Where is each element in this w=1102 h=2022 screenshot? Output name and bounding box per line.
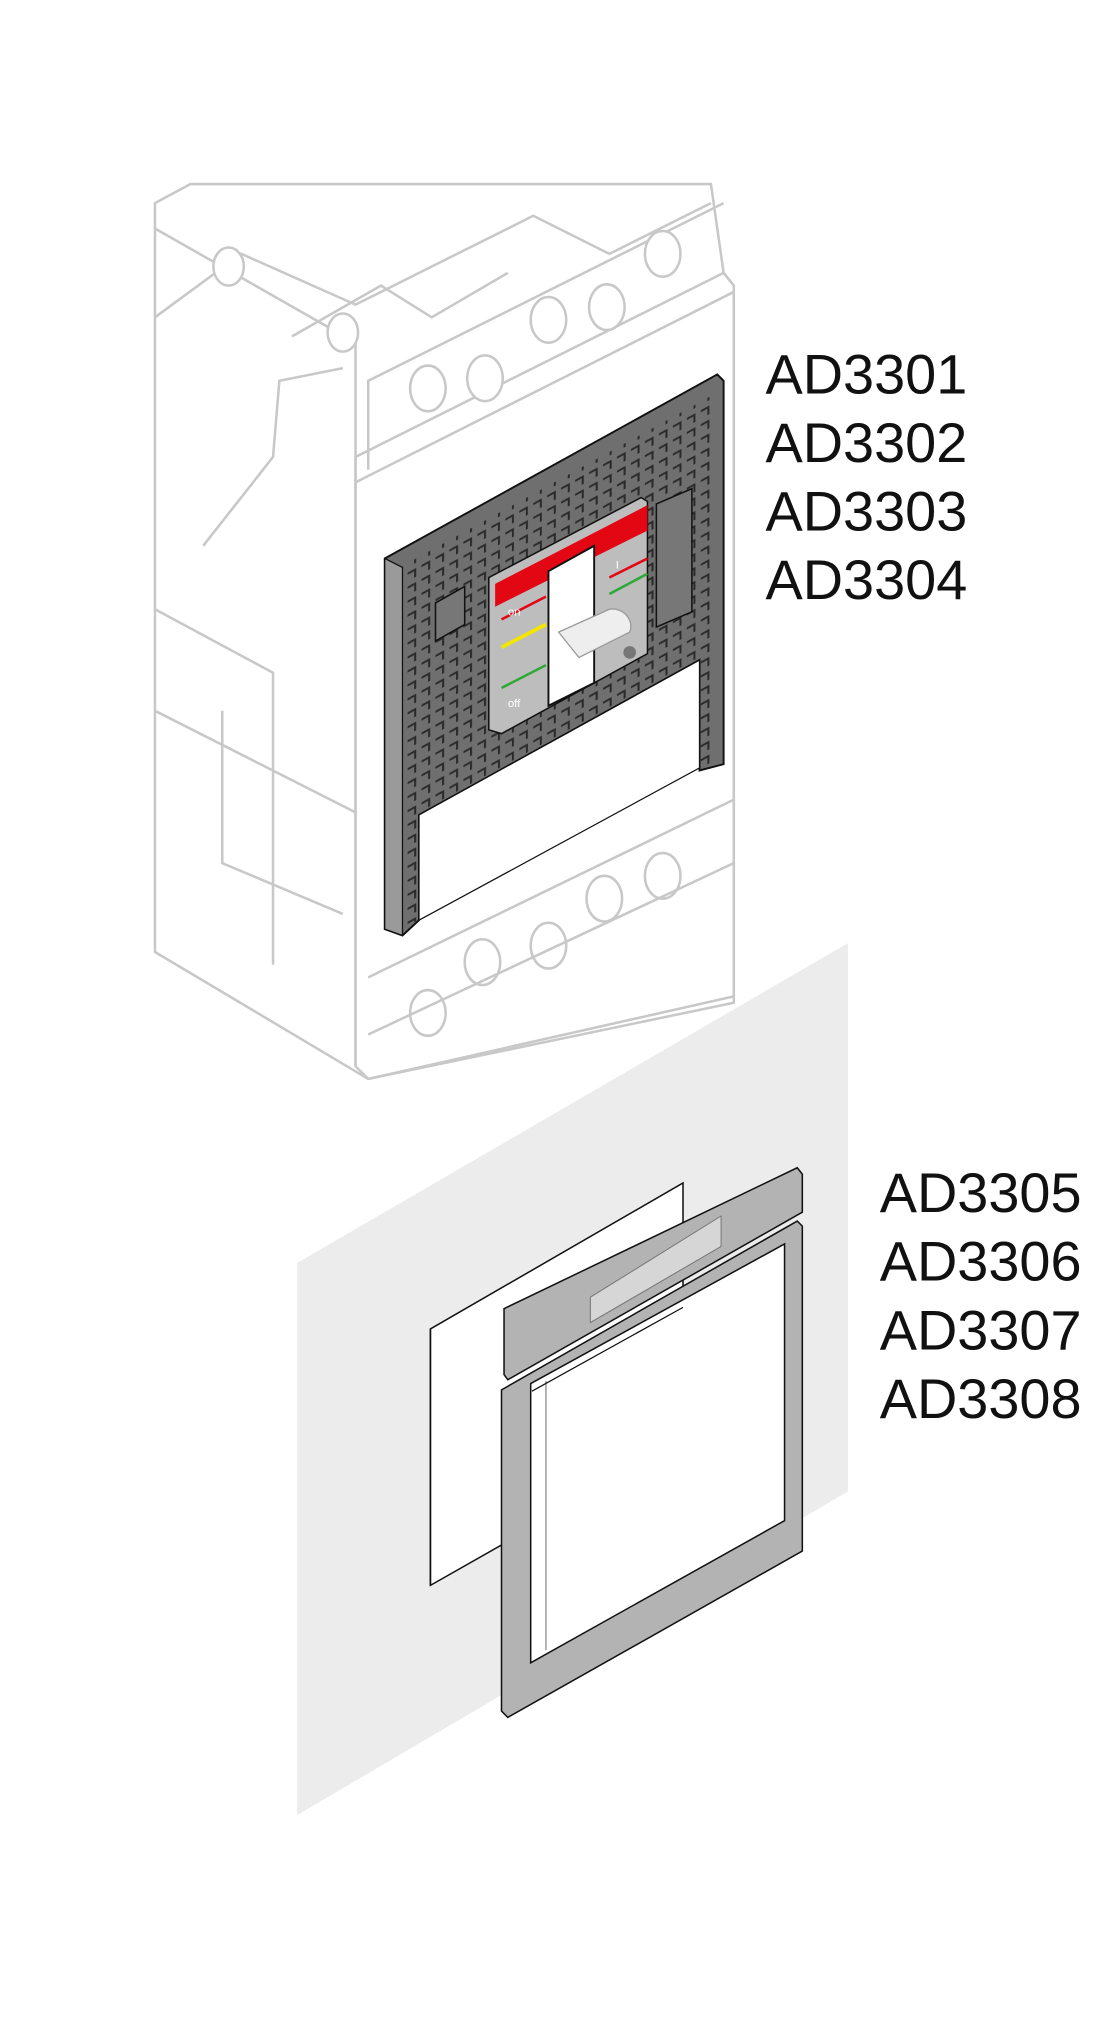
part-number: AD3307 <box>880 1298 1082 1361</box>
flange-frame <box>429 1166 804 1719</box>
part-number: AD3306 <box>880 1230 1082 1293</box>
off-mark: off <box>508 698 521 710</box>
side-window <box>655 487 693 629</box>
part-number: AD3301 <box>766 342 968 405</box>
terminal-screws <box>212 229 682 1038</box>
part-number: AD3303 <box>766 480 968 543</box>
top-part-numbers: AD3301 AD3302 AD3303 AD3304 <box>766 342 968 611</box>
i-mark: I <box>616 560 619 572</box>
front-plate: on off I <box>383 373 725 937</box>
on-mark: on <box>508 607 521 619</box>
part-number: AD3308 <box>880 1367 1082 1430</box>
part-number: AD3305 <box>880 1161 1082 1224</box>
small-window <box>434 585 466 643</box>
part-number: AD3304 <box>766 548 968 611</box>
part-number: AD3302 <box>766 411 968 474</box>
bottom-part-numbers: AD3305 AD3306 AD3307 AD3308 <box>880 1161 1082 1430</box>
handle-window: on off I <box>488 496 649 735</box>
frame-window <box>529 1242 786 1665</box>
